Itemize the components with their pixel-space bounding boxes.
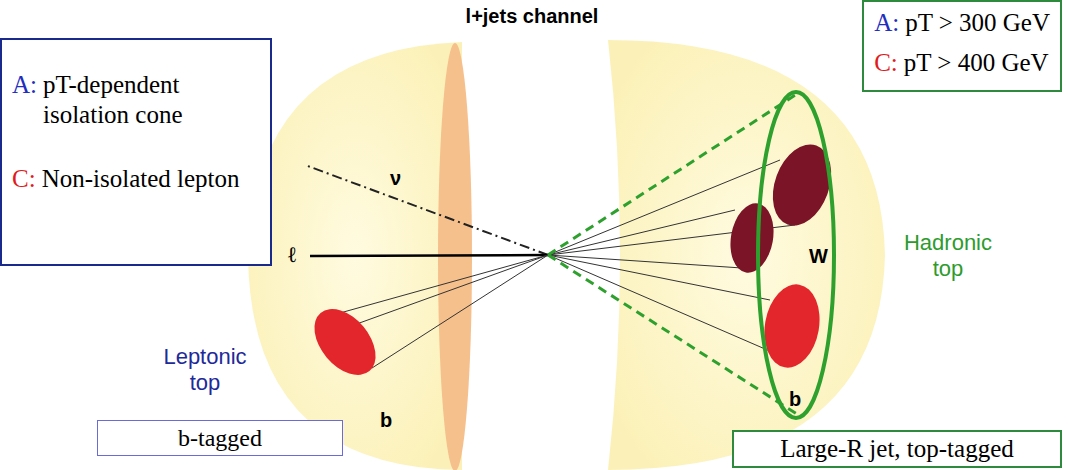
cut-row: C:Non-isolated lepton xyxy=(12,164,260,194)
region-label: Hadronic top xyxy=(893,230,1003,283)
selection-box: b-tagged xyxy=(97,420,343,456)
cut-row: A:pT-dependent isolation cone xyxy=(12,70,260,130)
particle-label: ℓ xyxy=(288,241,296,267)
cut-box: A:pT > 300 GeVC:pT > 400 GeV xyxy=(862,0,1062,92)
cut-row: A:pT > 300 GeV xyxy=(874,8,1050,38)
cut-text: pT > 400 GeV xyxy=(904,48,1049,78)
neutrino-line xyxy=(305,165,548,255)
cut-box: A:pT-dependent isolation coneC:Non-isola… xyxy=(0,38,272,266)
b-jet xyxy=(302,297,388,386)
region-label: Leptonic top xyxy=(150,344,260,397)
cut-row: C:pT > 400 GeV xyxy=(874,48,1050,78)
diagram-title: l+jets channel xyxy=(466,5,599,28)
channel-letter: C: xyxy=(12,164,36,194)
channel-letter: A: xyxy=(12,70,37,100)
particle-label: b xyxy=(789,387,801,411)
hadronic-hemisphere xyxy=(608,40,885,470)
w-jet xyxy=(725,200,779,276)
cut-text: pT-dependent isolation cone xyxy=(43,70,243,130)
lepton-line xyxy=(310,255,548,256)
large-r-jet xyxy=(758,92,834,418)
box-text: Large-R jet, top-tagged xyxy=(780,434,1013,464)
particle-label: W xyxy=(809,244,828,268)
particle-label: ν xyxy=(390,166,401,190)
selection-box: Large-R jet, top-tagged xyxy=(732,430,1062,468)
channel-letter: C: xyxy=(874,48,898,78)
cut-text: pT > 300 GeV xyxy=(905,8,1050,38)
box-text: b-tagged xyxy=(178,424,262,453)
cut-text: Non-isolated lepton xyxy=(42,164,242,194)
channel-letter: A: xyxy=(874,8,899,38)
particle-label: b xyxy=(380,408,392,432)
